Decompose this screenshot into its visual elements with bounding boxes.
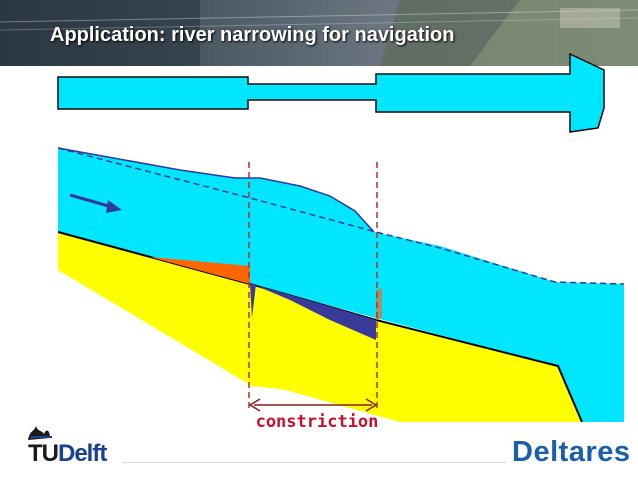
tudelft-logo-delft: Delft <box>58 440 107 467</box>
constriction-arrow-right <box>365 398 378 412</box>
slide-title: Application: river narrowing for navigat… <box>50 24 455 46</box>
original-water-surface <box>57 147 625 285</box>
flow-arrow-head <box>106 200 122 213</box>
plan-view-channel <box>57 52 605 133</box>
tudelft-flame-icon <box>28 426 52 440</box>
tudelft-logo-tu: TU <box>28 440 59 467</box>
deltares-logo: Deltares <box>512 436 631 468</box>
footer-divider <box>122 462 506 463</box>
river-bed-lower <box>58 270 582 422</box>
constriction-label: constriction <box>255 412 379 432</box>
erosion-area <box>252 284 376 340</box>
water-body <box>58 148 624 422</box>
erosion-scour-left <box>250 284 256 318</box>
title-bar: Application: river narrowing for navigat… <box>0 0 638 66</box>
constriction-arrow-left <box>248 398 261 412</box>
deposition-area <box>150 257 250 284</box>
tudelft-logo: TUDelft <box>28 440 107 468</box>
title-background <box>0 0 638 66</box>
flow-arrow-line <box>69 193 113 209</box>
new-water-surface <box>57 147 375 233</box>
